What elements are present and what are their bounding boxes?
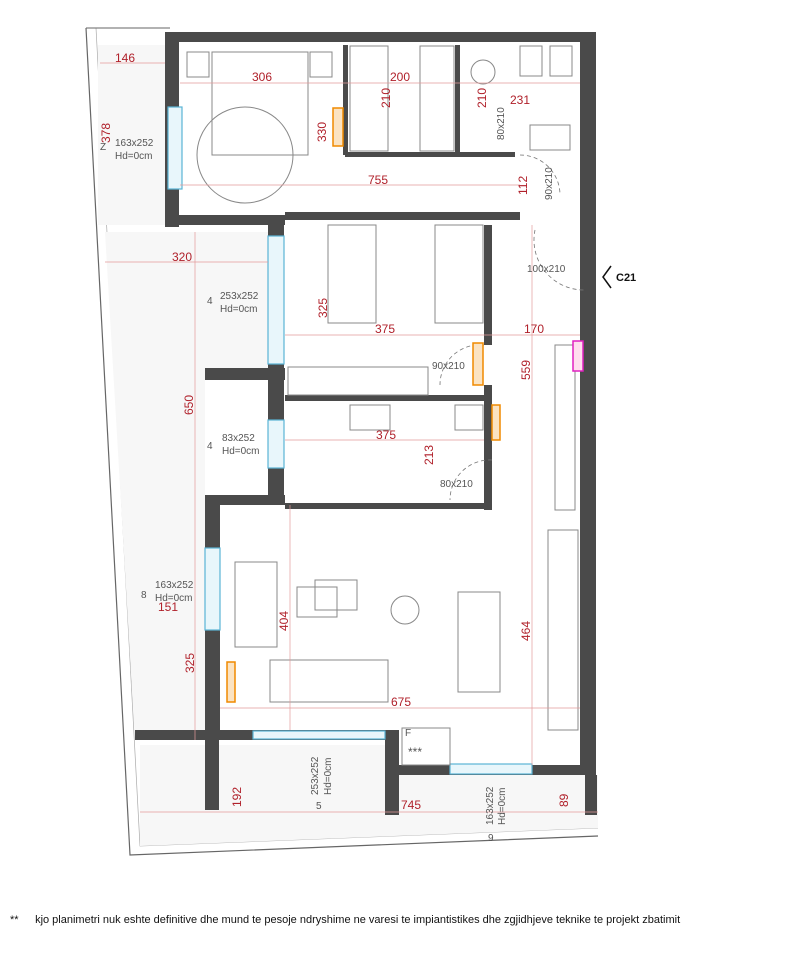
dim-112: 112 xyxy=(516,176,530,195)
windows xyxy=(167,106,533,775)
dim-89: 89 xyxy=(557,793,571,807)
marker-4: 4 xyxy=(207,296,213,307)
window-label: Hd=0cm xyxy=(323,757,334,795)
dim-375b: 375 xyxy=(376,428,396,442)
marker-4: 4 xyxy=(207,441,213,452)
dim-325b: 325 xyxy=(183,653,197,673)
doors xyxy=(439,154,586,501)
dim-755: 755 xyxy=(368,173,388,187)
window-label: 163x252 xyxy=(115,138,154,149)
window-label: Hd=0cm xyxy=(155,593,193,604)
footnote-mark: ** xyxy=(10,914,19,926)
dim-213: 213 xyxy=(422,445,436,465)
dim-306: 306 xyxy=(252,70,272,84)
dim-151: 151 xyxy=(158,600,178,614)
dim-200: 200 xyxy=(390,70,410,84)
window-label: Hd=0cm xyxy=(220,304,258,315)
dimension-lines xyxy=(100,62,598,813)
window-label: 83x252 xyxy=(222,433,255,444)
footnote-text: kjo planimetri nuk eshte definitive dhe … xyxy=(35,914,681,926)
dim-170: 170 xyxy=(524,322,544,336)
window-label: 163x252 xyxy=(155,580,194,591)
opening-labels: 163x252 Hd=0cm 253x252 Hd=0cm 83x252 Hd=… xyxy=(115,107,566,825)
dim-650: 650 xyxy=(182,395,196,415)
dim-330: 330 xyxy=(315,122,329,142)
door-label: 80x210 xyxy=(496,107,507,140)
appliance-label: *** xyxy=(408,745,422,759)
marker-9: 9 xyxy=(488,833,494,844)
marker-z: Z xyxy=(100,142,106,153)
marker-8: 8 xyxy=(141,590,147,601)
door-label: 90x210 xyxy=(432,361,465,372)
marker-5: 5 xyxy=(316,801,322,812)
furniture xyxy=(186,45,579,766)
dim-146: 146 xyxy=(115,51,135,65)
door-label: 100x210 xyxy=(527,264,566,275)
window-label: Hd=0cm xyxy=(497,787,508,825)
dim-210b: 210 xyxy=(475,88,489,108)
window-label: 253x252 xyxy=(220,291,259,302)
dimension-labels: 146 306 200 210 210 231 330 378 755 112 … xyxy=(99,51,571,812)
markers: C21 4 4 8 5 9 Z F *** xyxy=(100,142,636,844)
window-label: Hd=0cm xyxy=(222,446,260,457)
fridge-label: F xyxy=(405,728,411,739)
dim-210a: 210 xyxy=(379,88,393,108)
dim-320: 320 xyxy=(172,250,192,264)
dim-745: 745 xyxy=(401,798,421,812)
dim-375a: 375 xyxy=(375,322,395,336)
door-label: 80x210 xyxy=(440,479,473,490)
door-label: 90x210 xyxy=(544,167,555,200)
dim-378: 378 xyxy=(99,123,113,143)
window-label: 253x252 xyxy=(310,756,321,795)
dim-231: 231 xyxy=(510,93,530,107)
disclaimer-note: ** kjo planimetri nuk eshte definitive d… xyxy=(10,914,680,926)
radiators xyxy=(226,107,584,703)
dim-404: 404 xyxy=(277,611,291,631)
dim-192: 192 xyxy=(230,787,244,807)
window-label: 163x252 xyxy=(485,786,496,825)
dim-464: 464 xyxy=(519,621,533,641)
terrace-outline xyxy=(85,27,599,856)
section-label: C21 xyxy=(616,272,636,284)
window-label: Hd=0cm xyxy=(115,151,153,162)
dim-675: 675 xyxy=(391,695,411,709)
dim-325a: 325 xyxy=(316,298,330,318)
section-arrow-icon xyxy=(602,265,612,289)
dim-559: 559 xyxy=(519,360,533,380)
